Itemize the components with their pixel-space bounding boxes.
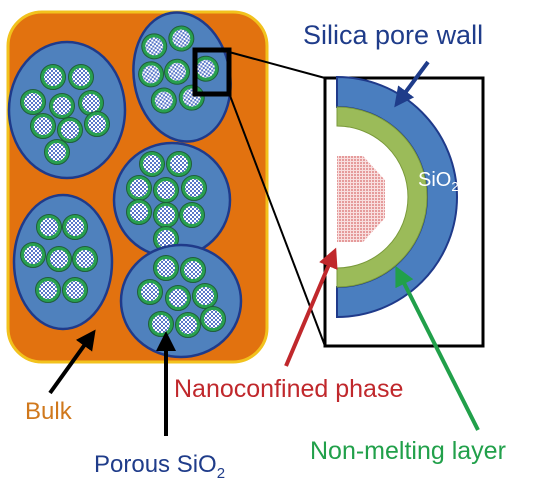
arrow-nanoconfined-phase [284, 247, 338, 367]
particle [132, 11, 232, 143]
label-sio2-main: SiO [418, 169, 451, 191]
label-bulk: Bulk [25, 398, 73, 425]
pore [44, 139, 70, 165]
pore [138, 61, 165, 88]
particle [7, 40, 127, 180]
nanoconfined-phase-core [337, 156, 385, 242]
pore [62, 277, 88, 303]
pore [150, 87, 177, 114]
pore [148, 311, 174, 337]
particle [112, 141, 232, 259]
label-sio2: SiO2 [418, 169, 459, 194]
label-non-melting-layer: Non-melting layer [310, 437, 506, 465]
pore [166, 151, 192, 177]
arrow-silica-pore-wall [394, 60, 430, 108]
pore [179, 202, 205, 228]
pore [175, 312, 201, 338]
arrow-bulk [48, 329, 96, 395]
label-silica-pore-wall: Silica pore wall [303, 20, 483, 50]
label-porous-sio2: Porous SiO2 [94, 451, 225, 482]
particle [119, 243, 243, 359]
pore [35, 277, 61, 303]
pore [164, 58, 191, 85]
zoom-highlight-box [192, 47, 232, 97]
pore [68, 64, 94, 90]
pore [137, 279, 163, 305]
pore [181, 175, 207, 201]
pore [49, 93, 75, 119]
pore [36, 214, 62, 240]
pore [126, 175, 152, 201]
pore [20, 242, 46, 268]
zoom-connector-top [228, 51, 326, 79]
label-porous-sio2-main: Porous SiO [94, 451, 217, 478]
zoom-connector-bottom [228, 92, 326, 347]
pore [78, 90, 104, 116]
pore [20, 89, 46, 115]
pore [30, 113, 56, 139]
pore [126, 199, 152, 225]
pore [72, 246, 98, 272]
non-melting-layer-ring [336, 106, 428, 288]
pore [62, 214, 88, 240]
porous-silica-particles [7, 11, 243, 359]
pore [192, 55, 219, 82]
pore [153, 177, 179, 203]
pore [192, 283, 218, 309]
pore [153, 202, 179, 228]
pore [46, 246, 72, 272]
pore [165, 285, 191, 311]
pore [168, 25, 195, 52]
label-sio2-sub: 2 [451, 179, 458, 194]
pore [153, 255, 179, 281]
pore [84, 111, 110, 137]
pore [40, 64, 66, 90]
pore [141, 33, 168, 60]
arrow-non-melting-layer [395, 265, 480, 431]
pore [139, 151, 165, 177]
pore [200, 306, 226, 332]
particle [12, 193, 114, 331]
label-porous-sio2-sub: 2 [217, 465, 225, 482]
label-nanoconfined-phase: Nanoconfined phase [174, 375, 403, 403]
pore [180, 257, 206, 283]
pore [57, 117, 83, 143]
